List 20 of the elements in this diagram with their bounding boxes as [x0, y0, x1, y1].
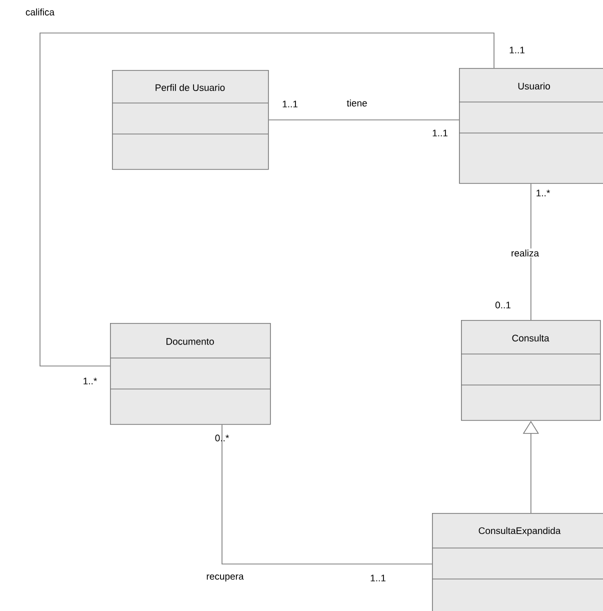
edge-label: califica: [24, 8, 56, 16]
edge-label: realiza: [510, 248, 540, 258]
class-box: Documento: [110, 323, 271, 425]
multiplicity-label: 1..*: [536, 190, 550, 196]
association-line: [222, 424, 432, 564]
multiplicity-label: 1..1: [282, 100, 298, 108]
association-line: [40, 32, 494, 366]
class-box: Consulta: [460, 320, 601, 421]
multiplicity-label: 0..*: [215, 434, 229, 442]
class-box: Usuario: [458, 68, 603, 184]
class-box: Perfil de Usuario: [112, 70, 269, 170]
edge-label: tiene: [346, 98, 368, 108]
edge-label: recupera: [205, 573, 245, 583]
class-box: ConsultaExpandida: [432, 513, 603, 611]
multiplicity-label: 1..*: [84, 378, 97, 384]
association-line: [530, 183, 532, 320]
multiplicity-label: 0..1: [495, 302, 510, 308]
multiplicity-label: 1..1: [510, 46, 524, 54]
multiplicity-label: 1..1: [370, 574, 386, 582]
multiplicity-label: 1..1: [432, 130, 448, 136]
